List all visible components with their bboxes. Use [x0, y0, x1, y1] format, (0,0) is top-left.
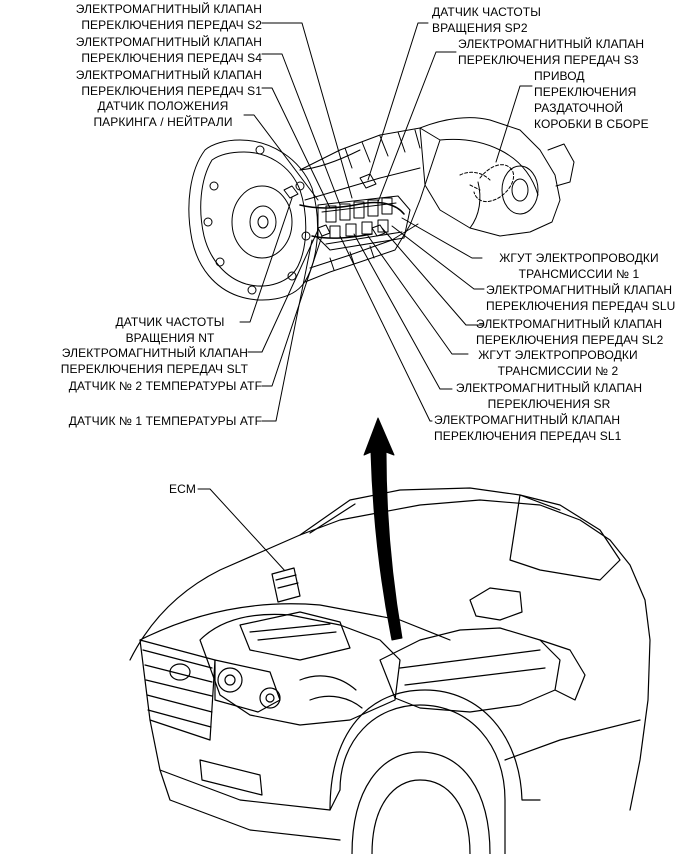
label-speed-sensor-sp2: ДАТЧИК ЧАСТОТЫ ВРАЩЕНИЯ SP2: [432, 4, 541, 36]
arrow-up-icon: [363, 417, 403, 641]
label-line: ПЕРЕКЛЮЧЕНИЯ ПЕРЕДАЧ S2: [81, 18, 262, 32]
label-transfer-actuator: ПРИВОД ПЕРЕКЛЮЧЕНИЯ РАЗДАТОЧНОЙ КОРОБКИ …: [534, 68, 649, 132]
label-line: КОРОБКИ В СБОРЕ: [534, 117, 649, 131]
label-line: ЭЛЕКТРОМАГНИТНЫЙ КЛАПАН: [61, 346, 248, 360]
label-line: ВРАЩЕНИЯ SP2: [432, 21, 528, 35]
label-atf-temp-sensor-2: ДАТЧИК № 2 ТЕМПЕРАТУРЫ ATF: [69, 378, 262, 394]
label-line: ЖГУТ ЭЛЕКТРОПРОВОДКИ: [499, 251, 659, 265]
label-line: ПЕРЕКЛЮЧЕНИЯ ПЕРЕДАЧ SL2: [476, 333, 664, 347]
label-line: ПЕРЕКЛЮЧЕНИЯ ПЕРЕДАЧ SL1: [434, 429, 622, 443]
label-line: ПЕРЕКЛЮЧЕНИЯ ПЕРЕДАЧ S4: [81, 51, 262, 65]
label-line: ТРАНСМИССИИ № 1: [518, 267, 640, 281]
label-solenoid-sr: ЭЛЕКТРОМАГНИТНЫЙ КЛАПАН ПЕРЕКЛЮЧЕНИЯ SR: [454, 380, 644, 412]
label-line: ЭЛЕКТРОМАГНИТНЫЙ КЛАПАН: [75, 68, 262, 82]
label-line: ПЕРЕКЛЮЧЕНИЯ ПЕРЕДАЧ S3: [458, 53, 639, 67]
label-line: ЭЛЕКТРОМАГНИТНЫЙ КЛАПАН: [434, 413, 621, 427]
label-wire-harness-2: ЖГУТ ЭЛЕКТРОПРОВОДКИ ТРАНСМИССИИ № 2: [470, 347, 646, 379]
label-solenoid-s1: ЭЛЕКТРОМАГНИТНЫЙ КЛАПАН ПЕРЕКЛЮЧЕНИЯ ПЕР…: [76, 67, 262, 99]
label-line: ПЕРЕКЛЮЧЕНИЯ SR: [487, 397, 611, 411]
label-line: ВРАЩЕНИЯ NT: [125, 331, 215, 345]
label-line: ЭЛЕКТРОМАГНИТНЫЙ КЛАПАН: [476, 317, 663, 331]
label-line: ЭЛЕКТРОМАГНИТНЫЙ КЛАПАН: [75, 2, 262, 16]
label-line: ДАТЧИК № 2 ТЕМПЕРАТУРЫ ATF: [68, 379, 262, 393]
label-line: ПЕРЕКЛЮЧЕНИЯ ПЕРЕДАЧ SLT: [60, 362, 248, 376]
leader-lines: [197, 22, 533, 573]
transmission-drawing: [188, 117, 575, 301]
label-solenoid-slu: ЭЛЕКТРОМАГНИТНЫЙ КЛАПАН ПЕРЕКЛЮЧЕНИЯ ПЕР…: [486, 282, 675, 314]
label-solenoid-sl1: ЭЛЕКТРОМАГНИТНЫЙ КЛАПАН ПЕРЕКЛЮЧЕНИЯ ПЕР…: [434, 412, 621, 444]
label-line: ЭЛЕКТРОМАГНИТНЫЙ КЛАПАН: [486, 283, 673, 297]
label-line: ПЕРЕКЛЮЧЕНИЯ ПЕРЕДАЧ S1: [81, 84, 262, 98]
label-line: ПАРКИНГА / НЕЙТРАЛИ: [93, 115, 233, 129]
label-wire-harness-1: ЖГУТ ЭЛЕКТРОПРОВОДКИ ТРАНСМИССИИ № 1: [484, 250, 674, 282]
label-line: ДАТЧИК ЧАСТОТЫ: [432, 5, 541, 19]
label-line: ПЕРЕКЛЮЧЕНИЯ ПЕРЕДАЧ SLU: [486, 299, 676, 313]
label-ecm: ECM: [169, 481, 196, 497]
label-atf-temp-sensor-1: ДАТЧИК № 1 ТЕМПЕРАТУРЫ ATF: [69, 413, 262, 429]
vehicle-drawing: [129, 487, 651, 854]
label-line: ЭЛЕКТРОМАГНИТНЫЙ КЛАПАН: [458, 37, 645, 51]
label-line: ECM: [169, 482, 196, 496]
label-line: ЭЛЕКТРОМАГНИТНЫЙ КЛАПАН: [75, 35, 262, 49]
label-line: РАЗДАТОЧНОЙ: [534, 101, 624, 115]
label-solenoid-s4: ЭЛЕКТРОМАГНИТНЫЙ КЛАПАН ПЕРЕКЛЮЧЕНИЯ ПЕР…: [76, 34, 262, 66]
label-line: ДАТЧИК ЧАСТОТЫ: [115, 315, 225, 329]
label-line: ДАТЧИК № 1 ТЕМПЕРАТУРЫ ATF: [68, 414, 262, 428]
label-line: ПЕРЕКЛЮЧЕНИЯ: [534, 85, 637, 99]
label-line: ПРИВОД: [534, 69, 585, 83]
label-solenoid-slt: ЭЛЕКТРОМАГНИТНЫЙ КЛАПАН ПЕРЕКЛЮЧЕНИЯ ПЕР…: [61, 345, 248, 377]
label-line: ЭЛЕКТРОМАГНИТНЫЙ КЛАПАН: [455, 381, 643, 395]
label-solenoid-s2: ЭЛЕКТРОМАГНИТНЫЙ КЛАПАН ПЕРЕКЛЮЧЕНИЯ ПЕР…: [76, 1, 262, 33]
label-park-neutral-switch: ДАТЧИК ПОЛОЖЕНИЯ ПАРКИНГА / НЕЙТРАЛИ: [82, 98, 244, 130]
label-line: ТРАНСМИССИИ № 2: [497, 364, 619, 378]
label-solenoid-s3: ЭЛЕКТРОМАГНИТНЫЙ КЛАПАН ПЕРЕКЛЮЧЕНИЯ ПЕР…: [458, 36, 644, 68]
label-line: ДАТЧИК ПОЛОЖЕНИЯ: [97, 99, 229, 113]
label-line: ЖГУТ ЭЛЕКТРОПРОВОДКИ: [478, 348, 638, 362]
label-solenoid-sl2: ЭЛЕКТРОМАГНИТНЫЙ КЛАПАН ПЕРЕКЛЮЧЕНИЯ ПЕР…: [476, 316, 663, 348]
label-speed-sensor-nt: ДАТЧИК ЧАСТОТЫ ВРАЩЕНИЯ NT: [100, 314, 240, 346]
